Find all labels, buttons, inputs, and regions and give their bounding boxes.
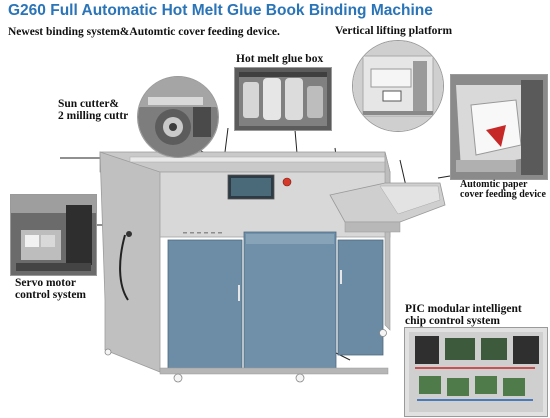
pic-control-label: PIC modular intelligent chip control sys… (405, 303, 522, 327)
automatic-paper-feeder-label-line2: cover feeding device (460, 189, 546, 200)
paper-feeder-photo (450, 74, 548, 180)
pic-control-label-line2: chip control system (405, 315, 500, 327)
hot-melt-glue-box-label: Hot melt glue box (236, 53, 324, 65)
sun-cutter-label-line2: 2 milling cuttr (58, 110, 129, 122)
page-subtitle: Newest binding system&Automtic cover fee… (8, 26, 280, 38)
servo-motor-label-line2: control system (15, 289, 87, 301)
sun-cutter-label: Sun cutter& 2 milling cuttr (58, 98, 128, 122)
pic-control-label-line1: PIC modular intelligent (405, 303, 522, 315)
automatic-paper-feeder-label-line1: Automtic paper (460, 179, 528, 190)
sun-cutter-photo (137, 76, 219, 158)
glue-box-photo (234, 67, 332, 131)
servo-motor-photo (10, 194, 97, 276)
sun-cutter-label-line1: Sun cutter& (58, 98, 120, 110)
servo-motor-label: Servo motor control system (15, 277, 86, 301)
servo-motor-label-line1: Servo motor (15, 277, 76, 289)
automatic-paper-feeder-label: Automtic paper cover feeding device (460, 180, 546, 200)
lifting-platform-photo (352, 40, 444, 132)
vertical-lifting-platform-label: Vertical lifting platform (335, 25, 453, 37)
pic-control-photo (404, 327, 548, 417)
page-title: G260 Full Automatic Hot Melt Glue Book B… (8, 2, 433, 19)
